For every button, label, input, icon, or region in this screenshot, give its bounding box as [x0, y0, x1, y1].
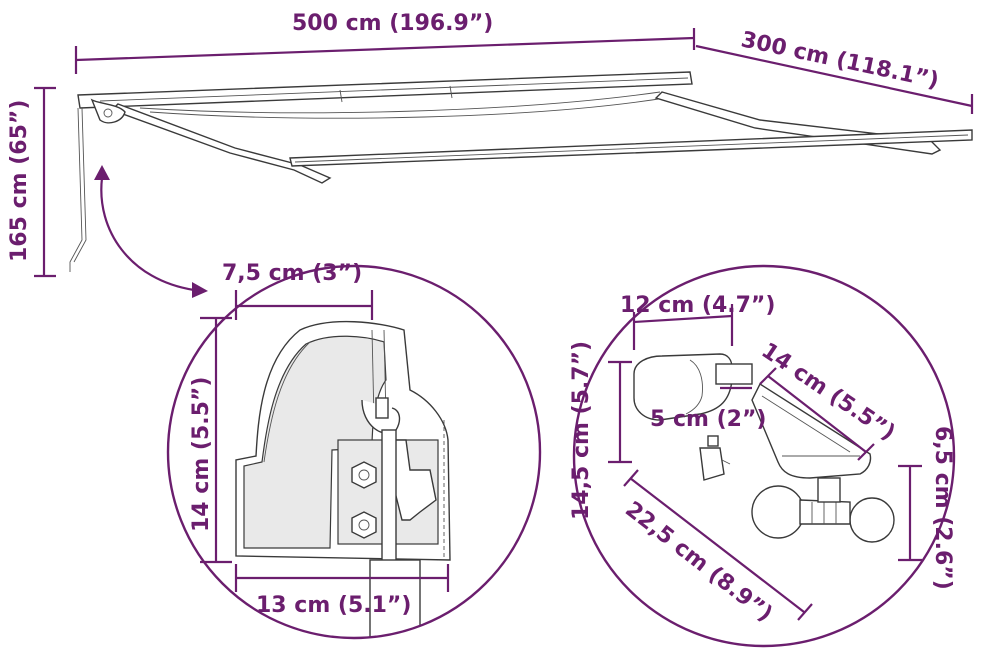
width-label: 500 cm (196.9”): [292, 11, 493, 36]
sensor-width-label: 5 cm (2”): [650, 407, 766, 432]
awning-left-arm: [110, 103, 332, 184]
bracket-height-label: 14 cm (5.5”): [189, 377, 214, 532]
depth-dimension: 300 cm (118.1”): [695, 27, 974, 114]
detail-pointer-arrow: [94, 165, 208, 298]
width-dimension: 500 cm (196.9”): [74, 11, 696, 74]
bracket-depth-label: 13 cm (5.1”): [256, 593, 411, 618]
remote-height-label: 14,5 cm (5.7”): [569, 341, 594, 520]
sensor-bracket: [751, 382, 872, 479]
remote-width-label: 12 cm (4.7”): [620, 293, 775, 318]
awning-front-profile: [289, 129, 973, 167]
bracket-width-label: 7,5 cm (3”): [222, 261, 362, 286]
awning-drawing: [69, 71, 973, 272]
remote-detail: 12 cm (4.7”) 14 cm (5.5”) 14,5 cm (5.7”)…: [569, 264, 956, 648]
sensor-height-label: 6,5 cm (2.6”): [930, 426, 955, 590]
height-label: 165 cm (65”): [7, 100, 32, 262]
bracket-detail: 7,5 cm (3”) 14 cm (5.5”) 13 cm (5.1”): [166, 261, 542, 640]
depth-label: 300 cm (118.1”): [739, 27, 941, 93]
awning-left-bracket: [90, 98, 126, 124]
height-dimension: 165 cm (65”): [7, 86, 56, 278]
awning-crank-rod: [69, 107, 83, 272]
